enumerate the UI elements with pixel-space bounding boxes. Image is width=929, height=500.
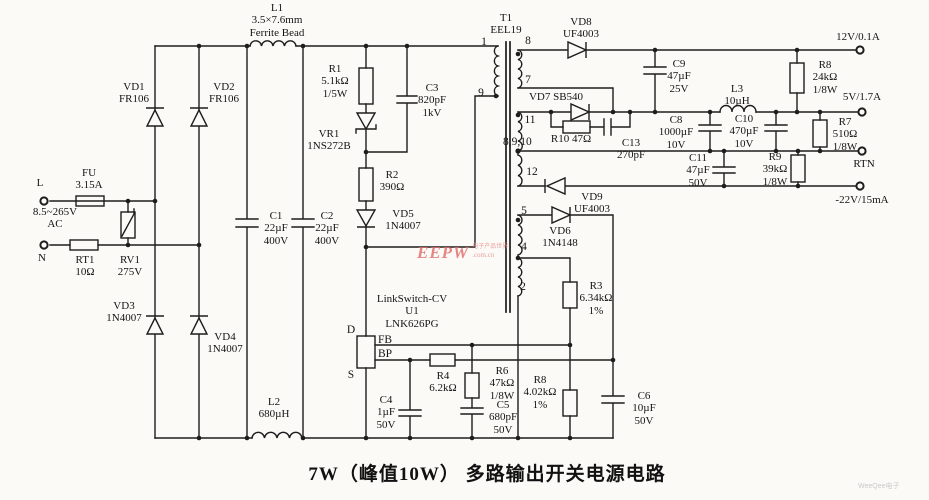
pin-1: 1 <box>481 36 487 48</box>
figure-caption: 7W（峰值10W） 多路输出开关电源电路 <box>308 464 666 485</box>
terminal-neutral <box>39 240 49 250</box>
label-c11: C11 47µF 50V <box>686 152 710 189</box>
label-r2: R2 390Ω <box>379 169 405 194</box>
label-c2: C2 22µF 400V <box>314 210 340 247</box>
label-r10: R10 47Ω <box>550 133 592 145</box>
label-vd3: VD3 1N4007 <box>106 300 142 325</box>
watermark-tagline: 电子产品世界 <box>472 244 509 250</box>
label-out-neg22v: -22V/15mA <box>835 194 889 206</box>
pin-11: 11 <box>524 114 536 126</box>
label-r6: R6 47kΩ 1/8W <box>489 365 515 402</box>
watermark-logo: EEPW <box>417 243 470 262</box>
label-vd1: VD1 FR106 <box>119 81 149 106</box>
pin-5: 5 <box>521 205 527 217</box>
label-vr1: VR1 1NS272B <box>307 128 351 153</box>
terminal-5v <box>857 107 867 117</box>
label-vd2: VD2 FR106 <box>209 81 239 106</box>
label-c8: C8 1000µF 10V <box>658 114 694 151</box>
pin-9: 9 <box>478 87 484 99</box>
watermark-corner: WeeQee电子 <box>858 483 900 490</box>
terminal-12v <box>855 45 865 55</box>
label-rtn: RTN <box>853 158 875 170</box>
label-r9: R9 39kΩ 1/8W <box>762 151 788 188</box>
label-neutral: N <box>38 252 46 264</box>
label-vd6: VD6 1N4148 <box>542 225 578 250</box>
label-r7: R7 510Ω 1/8W <box>832 116 858 153</box>
pin-8: 8 <box>525 35 531 47</box>
label-out-5v: 5V/1.7A <box>842 91 882 103</box>
label-fu: FU 3.15A <box>75 167 103 192</box>
terminal-neg22v <box>855 181 865 191</box>
pin-7: 7 <box>525 74 531 86</box>
label-c13: C13 270pF <box>616 137 646 162</box>
watermark-center: EEPW 电子产品世界 .com.cn <box>417 244 508 261</box>
pin-2: 2 <box>520 281 526 293</box>
label-c9: C9 47µF 25V <box>667 58 691 95</box>
label-r3: R3 6.34kΩ 1% <box>579 280 613 317</box>
u1-pin-s: S <box>347 369 355 381</box>
pin-4: 4 <box>521 241 527 253</box>
pin-8910: 8,9,10 <box>503 136 532 148</box>
label-r4: R4 6.2kΩ <box>429 370 457 395</box>
label-out-12v: 12V/0.1A <box>836 31 880 43</box>
u1-pin-d: D <box>346 324 356 336</box>
label-l1: L1 3.5×7.6mm Ferrite Bead <box>249 2 305 39</box>
label-live: L <box>36 177 44 189</box>
terminal-live <box>39 196 49 206</box>
label-ac-rating: 8.5~265V AC <box>32 206 78 231</box>
label-c3: C3 820pF 1kV <box>417 82 447 119</box>
label-vd9: VD9 UF4003 <box>573 191 611 216</box>
label-l3: L3 10µH <box>724 83 750 108</box>
label-c4: C4 1µF 50V <box>376 394 396 431</box>
label-r1: R1 5.1kΩ 1/5W <box>321 63 349 100</box>
label-rv1: RV1 275V <box>117 254 143 279</box>
label-c6: C6 10µF 50V <box>632 390 656 427</box>
label-vd4: VD4 1N4007 <box>207 331 243 356</box>
label-c5: C5 680pF 50V <box>488 399 518 436</box>
label-vd5: VD5 1N4007 <box>385 208 421 233</box>
watermark-domain: .com.cn <box>472 251 495 259</box>
label-l2: L2 680µH <box>258 396 290 421</box>
pin-12: 12 <box>526 166 538 178</box>
label-vd7: VD7 SB540 <box>528 91 584 103</box>
u1-pin-bp: BP <box>378 348 393 360</box>
label-u1: LinkSwitch-CV U1 LNK626PG <box>376 293 448 330</box>
label-rt1: RT1 10Ω <box>75 254 95 279</box>
u1-pin-fb: FB <box>378 334 393 346</box>
label-c10: C10 470µF 10V <box>729 113 759 150</box>
label-c1: C1 22µF 400V <box>263 210 289 247</box>
label-r8-out: R8 24kΩ 1/8W <box>812 59 838 96</box>
terminal-rtn <box>857 146 867 156</box>
label-vd8: VD8 UF4003 <box>562 16 600 41</box>
label-r8-fb: R8 4.02kΩ 1% <box>523 374 557 411</box>
label-t1: T1 EEL19 <box>490 12 522 37</box>
